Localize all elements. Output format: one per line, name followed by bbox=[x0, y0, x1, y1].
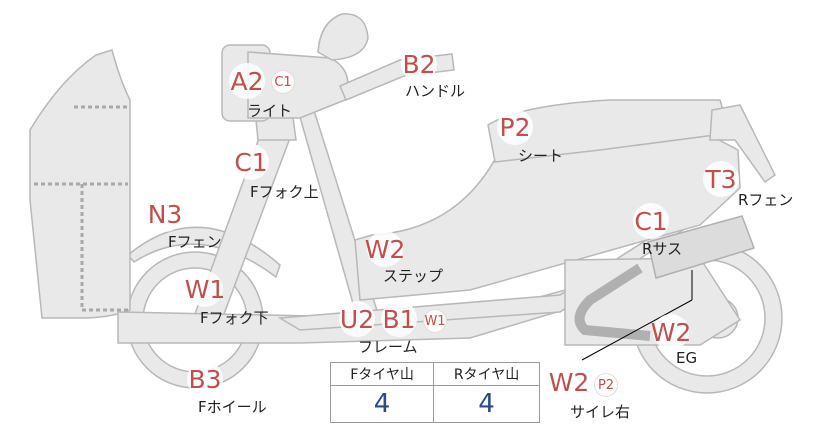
tire-tread-table: Fタイヤ山 Rタイヤ山 4 4 bbox=[329, 362, 540, 423]
light-label: ライト bbox=[247, 102, 293, 120]
tire-tread-value-row: 4 4 bbox=[329, 385, 540, 423]
front-wheel-grade: B3 bbox=[187, 361, 223, 397]
engine-label: EG bbox=[676, 349, 698, 367]
front-tread-value: 4 bbox=[329, 385, 435, 423]
rear-shock-label: Rサス bbox=[642, 240, 683, 258]
fork-upper-grade: C1 bbox=[233, 144, 269, 180]
fork-lower-grade: W1 bbox=[185, 271, 225, 307]
rear-fender-label: Rフェン bbox=[738, 191, 794, 209]
rear-tread-value: 4 bbox=[433, 385, 540, 423]
frame-label: フレーム bbox=[358, 338, 418, 356]
muffler-sub-grade: P2 bbox=[594, 373, 618, 397]
leader-line-diagonal bbox=[581, 299, 693, 361]
muffler-grade: W2 bbox=[549, 364, 589, 400]
engine-grade: W2 bbox=[651, 314, 691, 350]
rear-shock-grade: C1 bbox=[633, 203, 669, 239]
swingarm-shape bbox=[574, 263, 651, 341]
light-grade: A2 bbox=[229, 63, 265, 99]
rear-fender-shape bbox=[709, 104, 776, 184]
body-side-shape bbox=[354, 129, 741, 301]
front-fender-grade: N3 bbox=[147, 196, 183, 232]
light-sub-grade: C1 bbox=[271, 70, 295, 94]
fork-lower-label: Fフォク下 bbox=[200, 309, 269, 327]
frame-grade-u: U2 bbox=[339, 301, 375, 337]
seat-label: シート bbox=[518, 147, 564, 165]
muffler-label: サイレ右 bbox=[570, 403, 631, 421]
handle-label: ハンドル bbox=[405, 82, 466, 100]
front-wheel-label: Fホイール bbox=[198, 398, 267, 416]
rear-shock-shape bbox=[647, 215, 755, 279]
frame-sub-grade: W1 bbox=[423, 309, 447, 333]
handle-grade: B2 bbox=[401, 46, 437, 82]
front-body-seams bbox=[34, 105, 128, 312]
front-tread-header: Fタイヤ山 bbox=[329, 362, 435, 386]
tire-tread-header-row: Fタイヤ山 Rタイヤ山 bbox=[329, 362, 540, 386]
step-grade: W2 bbox=[365, 231, 405, 267]
frame-grade-b: B1 bbox=[381, 301, 417, 337]
fork-upper-label: Fフォク上 bbox=[250, 183, 319, 201]
rear-tread-header: Rタイヤ山 bbox=[433, 362, 540, 386]
rear-fender-grade: T3 bbox=[703, 161, 739, 197]
seat-grade: P2 bbox=[497, 109, 533, 145]
mirror-shape bbox=[317, 13, 369, 61]
front-fender-label: Fフェン bbox=[168, 233, 222, 251]
step-label: ステップ bbox=[383, 267, 444, 285]
